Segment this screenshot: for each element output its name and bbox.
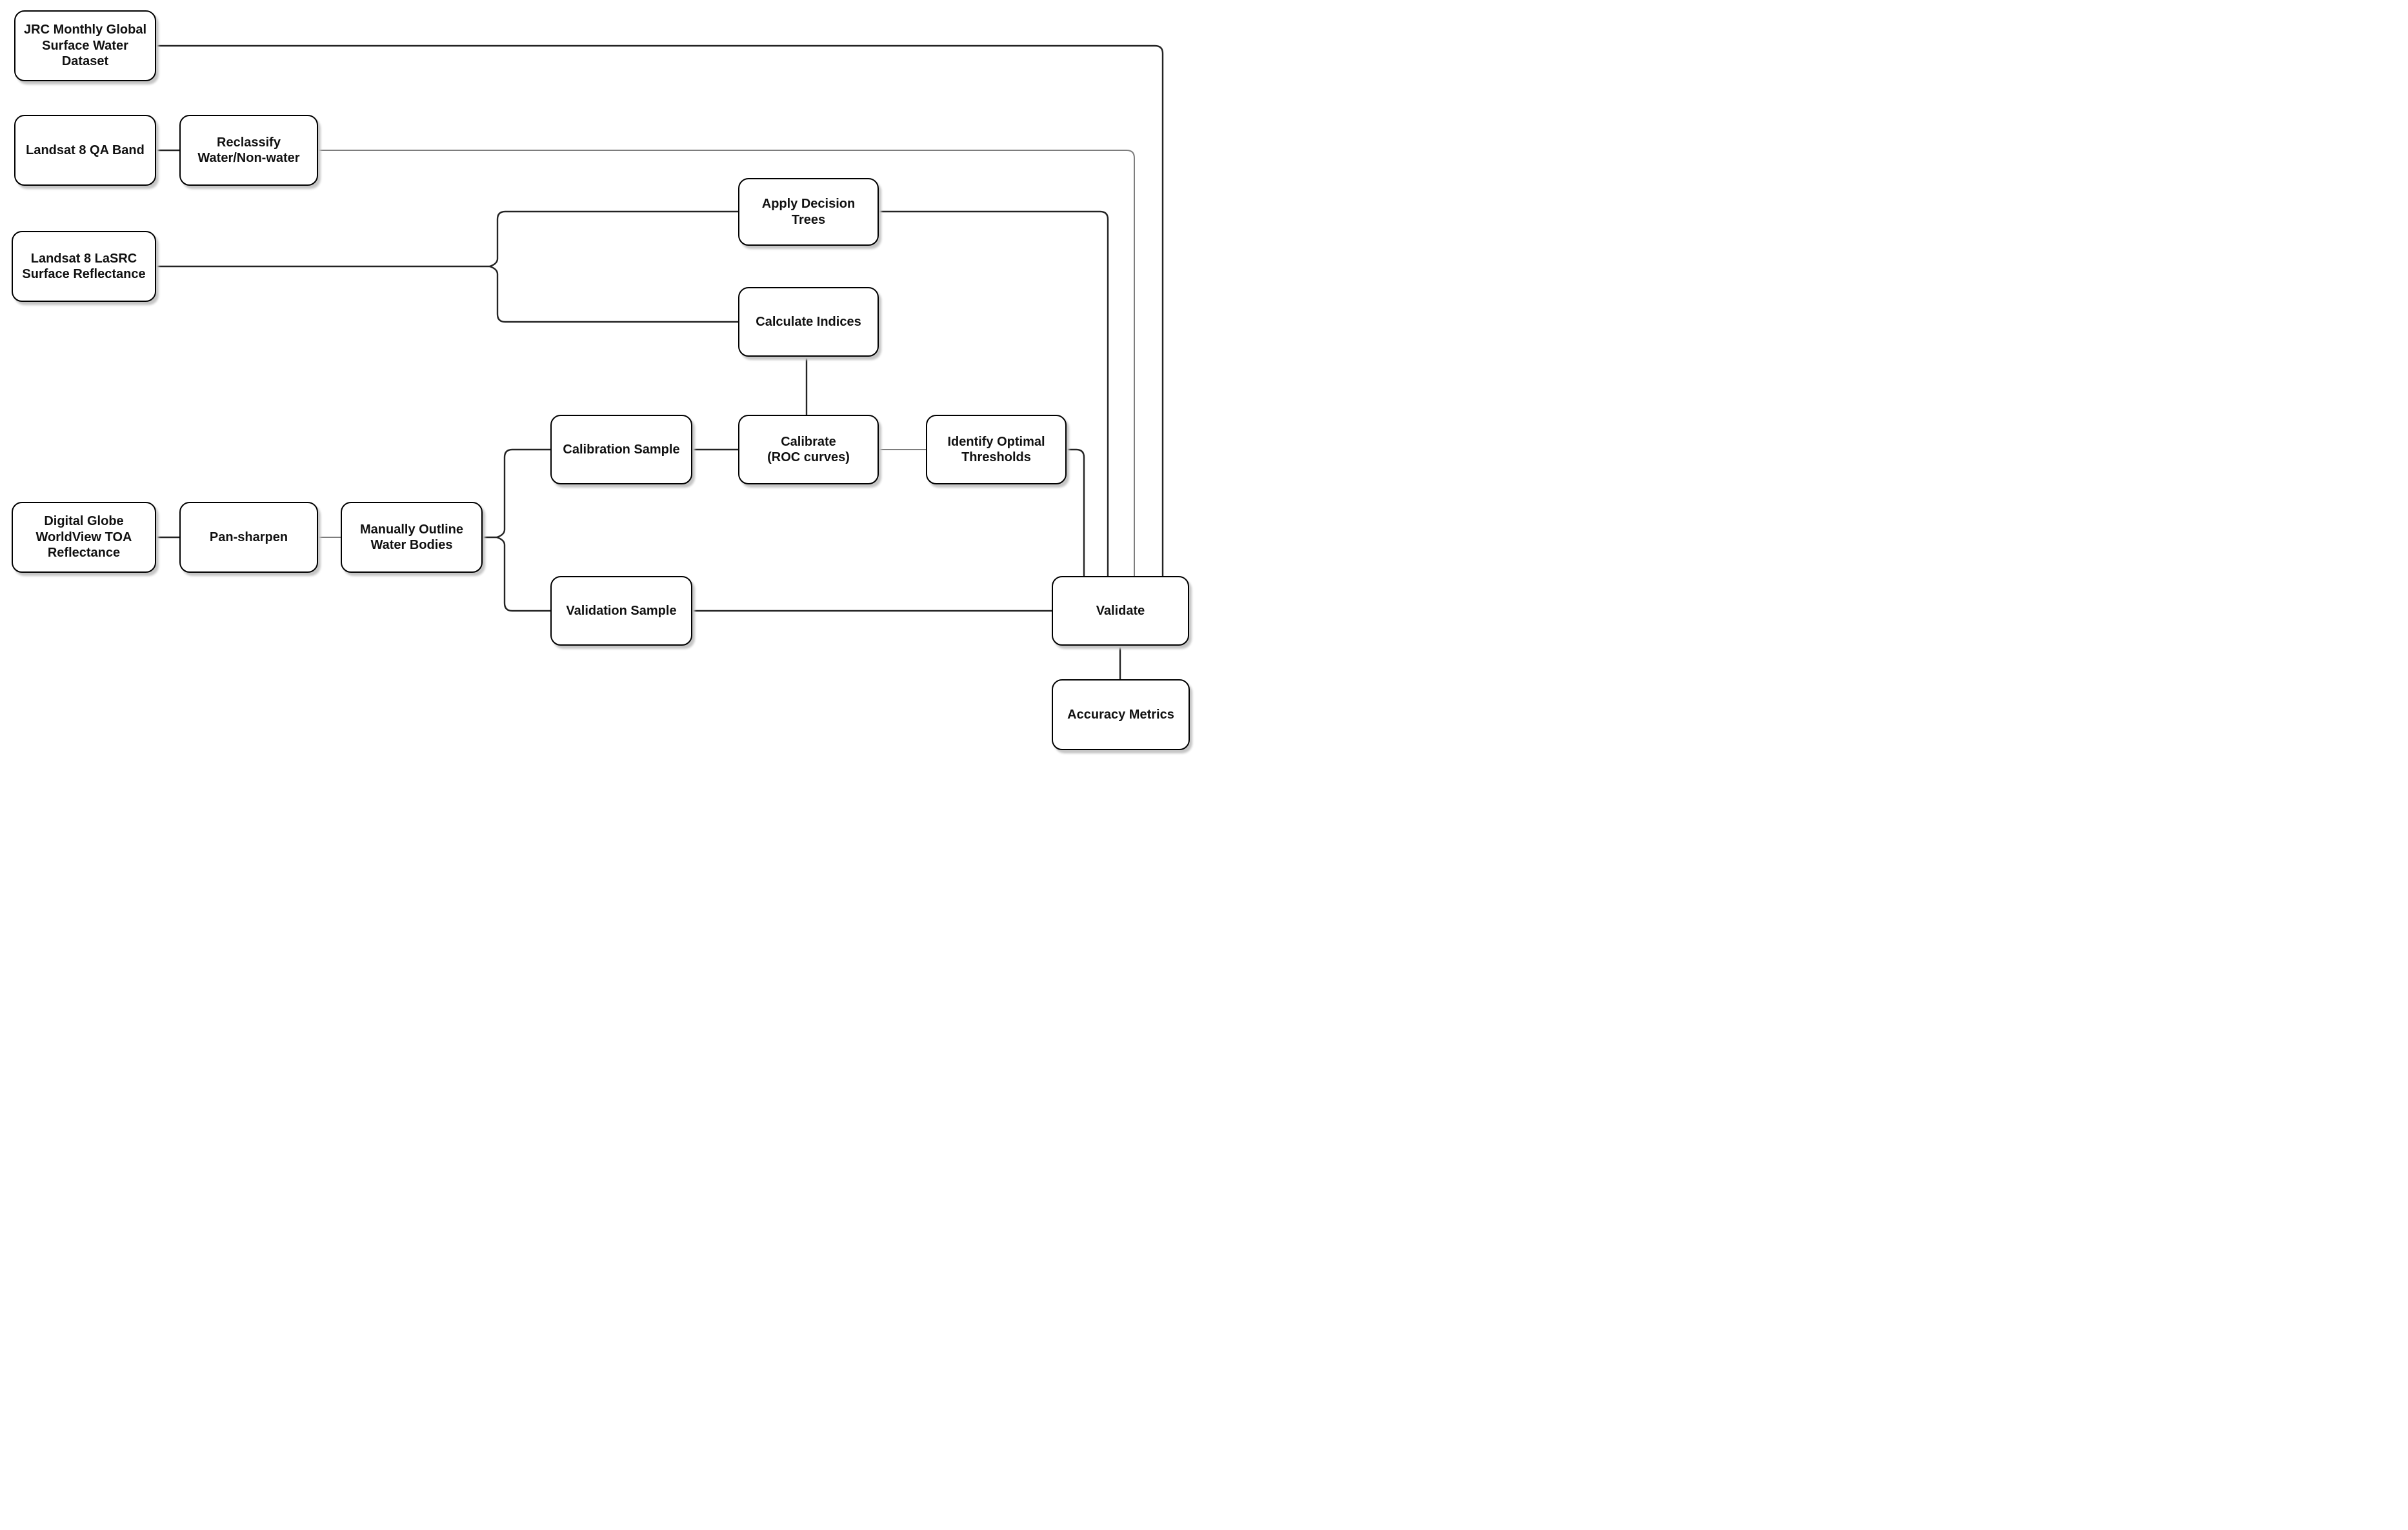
flowchart-canvas: JRC Monthly Global Surface Water Dataset…	[0, 0, 1204, 765]
edge-jrc-validate	[156, 45, 1164, 576]
node-reclassify-water-non-water: Reclassify Water/Non-water	[179, 115, 318, 186]
node-manually-outline-water-bodies: Manually Outline Water Bodies	[341, 502, 483, 573]
node-jrc-monthly-global-surface-water-dataset: JRC Monthly Global Surface Water Dataset	[14, 10, 156, 81]
node-calibrate-roc-curves: Calibrate (ROC curves)	[738, 415, 879, 484]
node-apply-decision-trees: Apply Decision Trees	[738, 178, 879, 246]
edge-manual-outline-calib-sample	[496, 448, 550, 539]
edge-manual-outline-val-sample	[496, 536, 550, 612]
node-landsat-8-qa-band: Landsat 8 QA Band	[14, 115, 156, 186]
edge-reclassify-validate	[318, 150, 1135, 576]
node-calibration-sample: Calibration Sample	[550, 415, 692, 484]
edge-thresholds-validate	[1067, 448, 1085, 576]
node-validation-sample: Validation Sample	[550, 576, 692, 646]
node-validate: Validate	[1052, 576, 1189, 646]
node-landsat-8-lasrc-surface-reflectance: Landsat 8 LaSRC Surface Reflectance	[12, 231, 156, 302]
node-calculate-indices: Calculate Indices	[738, 287, 879, 357]
node-digital-globe-worldview-toa-reflectance: Digital Globe WorldView TOA Reflectance	[12, 502, 156, 573]
node-accuracy-metrics: Accuracy Metrics	[1052, 679, 1190, 750]
node-identify-optimal-thresholds: Identify Optimal Thresholds	[926, 415, 1067, 484]
edge-lasrc-calc-indices	[489, 265, 738, 323]
edge-apply-trees-validate	[879, 210, 1109, 576]
edge-lasrc-apply-trees	[489, 210, 738, 268]
connector-lines	[156, 45, 1164, 679]
node-pan-sharpen: Pan-sharpen	[179, 502, 318, 573]
